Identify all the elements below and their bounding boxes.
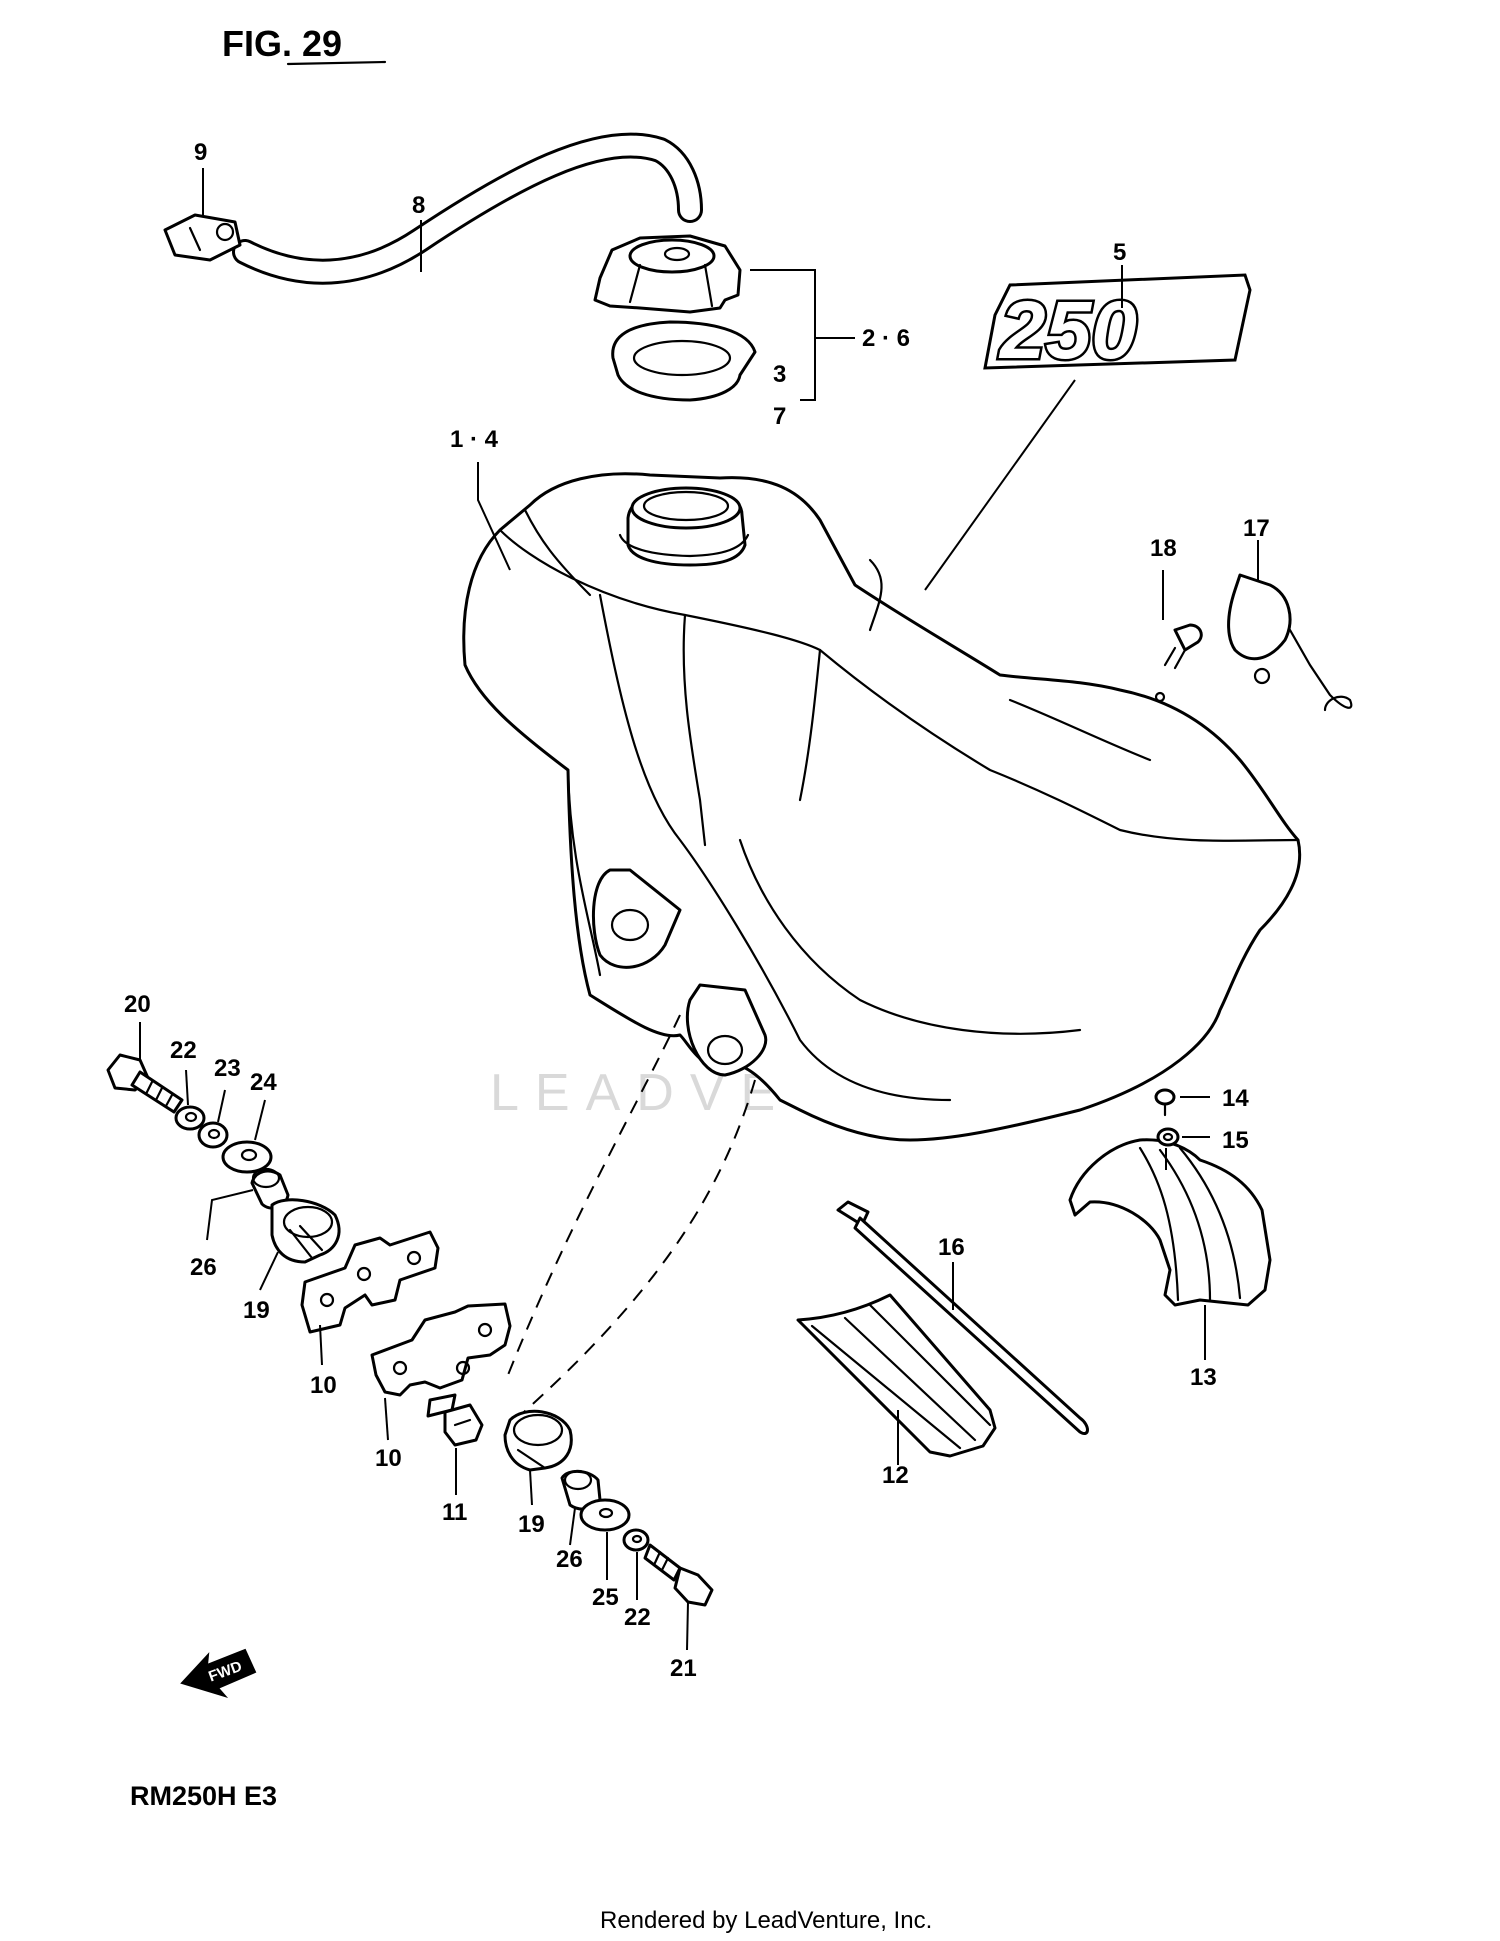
callout-7: 7 — [773, 403, 786, 430]
callout-26-left: 26 — [190, 1254, 217, 1281]
grommet-19-left — [270, 1198, 341, 1264]
callout-12: 12 — [882, 1462, 909, 1489]
grommet-19-right — [503, 1409, 573, 1472]
callout-2-6: 2 · 6 — [862, 325, 910, 352]
collar-26-left — [250, 1167, 290, 1210]
callout-13: 13 — [1190, 1364, 1217, 1391]
decal-text: 250 — [998, 285, 1137, 376]
callout-10-upper: 10 — [310, 1372, 337, 1399]
callout-3: 3 — [773, 361, 786, 388]
cap-gasket — [611, 320, 757, 402]
callout-19-right: 19 — [518, 1511, 545, 1538]
callout-18: 18 — [1150, 535, 1177, 562]
callout-22-right: 22 — [624, 1604, 651, 1631]
callout-14: 14 — [1222, 1085, 1249, 1112]
rubber-pad — [796, 1293, 997, 1458]
callout-10-lower: 10 — [375, 1445, 402, 1472]
washer-24 — [221, 1140, 273, 1174]
callout-21: 21 — [670, 1655, 697, 1682]
callout-17: 17 — [1243, 515, 1270, 542]
fuel-cap — [593, 234, 742, 314]
bracket-10-upper — [300, 1230, 440, 1334]
callout-11: 11 — [442, 1499, 467, 1526]
bolt-11 — [426, 1393, 484, 1447]
callout-16: 16 — [938, 1234, 965, 1261]
model-label: RM250H E3 — [130, 1781, 277, 1811]
washer-15 — [1156, 1127, 1180, 1147]
bolt-20 — [106, 1053, 184, 1114]
callout-24: 24 — [250, 1069, 277, 1096]
callout-9: 9 — [194, 139, 207, 166]
callout-26-right: 26 — [556, 1546, 583, 1573]
footer-credit: Rendered by LeadVenture, Inc. — [600, 1907, 932, 1934]
bolt-21 — [643, 1543, 714, 1607]
hose-clamp — [163, 213, 242, 262]
tank-band — [836, 1200, 1089, 1435]
breather-hose — [232, 132, 703, 285]
decal-250: 250 — [983, 273, 1252, 379]
callout-20: 20 — [124, 991, 151, 1018]
washer-22-left — [174, 1105, 206, 1131]
callout-25: 25 — [592, 1584, 619, 1611]
fuel-tank — [462, 472, 1302, 1142]
washer-23 — [197, 1121, 229, 1149]
callout-15: 15 — [1222, 1127, 1249, 1154]
callout-19-left: 19 — [243, 1297, 270, 1324]
callout-23: 23 — [214, 1055, 241, 1082]
screw-14 — [1154, 1088, 1176, 1117]
washer-25 — [579, 1498, 631, 1532]
callout-5: 5 — [1113, 239, 1126, 266]
callout-22-left: 22 — [170, 1037, 197, 1064]
strap-hook — [1227, 573, 1353, 712]
washer-22-right — [622, 1528, 650, 1552]
screw-18 — [1163, 623, 1203, 670]
fwd-arrow-icon: FWD — [180, 1648, 257, 1698]
tank-cover — [1068, 1138, 1272, 1307]
bracket-10-lower — [370, 1302, 512, 1397]
callout-1-4: 1 · 4 — [450, 426, 499, 453]
figure-title: FIG. 29 — [222, 23, 342, 64]
callout-8: 8 — [412, 192, 425, 219]
